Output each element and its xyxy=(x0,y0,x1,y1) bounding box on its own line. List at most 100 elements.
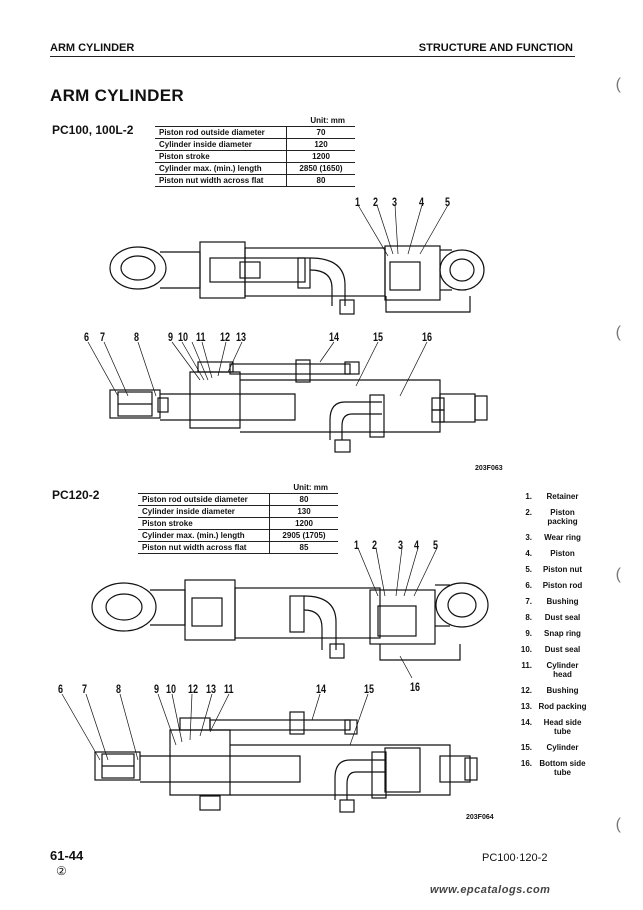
legend-item: 12. Bushing xyxy=(508,686,588,695)
legend-item: 13. Rod packing xyxy=(508,702,588,711)
binding-hole-icon: ( xyxy=(615,816,621,833)
callout-5: 5 xyxy=(433,538,439,552)
legend-item: 9. Snap ring xyxy=(508,629,588,638)
legend-number: 16. xyxy=(520,759,532,768)
callout-10: 10 xyxy=(178,330,189,344)
legend-number: 14. xyxy=(520,718,532,727)
legend-item: 8. Dust seal xyxy=(508,613,588,622)
callout-9: 9 xyxy=(154,682,160,696)
callout-15: 15 xyxy=(373,330,384,344)
legend-text: Piston xyxy=(550,549,575,558)
callout-1: 1 xyxy=(354,538,360,552)
callout-14: 14 xyxy=(329,330,340,344)
legend-number: 11. xyxy=(521,661,532,670)
page-number: 61-44 xyxy=(50,848,84,863)
legend-number: 9. xyxy=(525,629,532,638)
callout-2: 2 xyxy=(372,538,378,552)
binding-hole-icon: ( xyxy=(615,324,621,341)
legend-text: Cylinder xyxy=(546,743,579,752)
callout-7: 7 xyxy=(100,330,106,344)
legend-text: Bottom side tube xyxy=(539,759,586,777)
callout-12: 12 xyxy=(220,330,231,344)
legend-text: Dust seal xyxy=(544,645,581,654)
legend-item: 14. Head side tube xyxy=(508,718,588,736)
legend-number: 5. xyxy=(525,565,532,574)
callout-7: 7 xyxy=(82,682,88,696)
legend-item: 6. Piston rod xyxy=(508,581,588,590)
legend-text: Bushing xyxy=(546,686,579,695)
legend-text: Piston packing xyxy=(547,508,578,526)
header-left: ARM CYLINDER xyxy=(50,42,135,54)
callout-8: 8 xyxy=(116,682,122,696)
callout-8: 8 xyxy=(134,330,140,344)
callout-16: 16 xyxy=(422,330,433,344)
callout-4: 4 xyxy=(419,195,425,209)
legend-number: 6. xyxy=(525,581,532,590)
callout-3: 3 xyxy=(392,195,398,209)
callout-14: 14 xyxy=(316,682,327,696)
callout-6: 6 xyxy=(84,330,90,344)
callout-13: 13 xyxy=(206,682,217,696)
legend-number: 3. xyxy=(525,533,532,542)
legend-number: 7. xyxy=(525,597,532,606)
legend-text: Head side tube xyxy=(543,718,582,736)
legend-text: Snap ring xyxy=(544,629,581,638)
legend-text: Cylinder head xyxy=(546,661,579,679)
legend-number: 10. xyxy=(520,645,532,654)
unit-label: Unit: mm xyxy=(293,483,328,492)
header-right: STRUCTURE AND FUNCTION xyxy=(418,42,573,54)
page-title: ARM CYLINDER xyxy=(50,86,184,105)
legend-number: 8. xyxy=(525,613,532,622)
callout-2: 2 xyxy=(373,195,379,209)
callout-9: 9 xyxy=(168,330,174,344)
legend-item: 11. Cylinder head xyxy=(508,661,588,679)
binding-hole-icon: ( xyxy=(615,76,621,93)
legend-item: 15. Cylinder xyxy=(508,743,588,752)
callout-4: 4 xyxy=(414,538,420,552)
callout-1: 1 xyxy=(355,195,361,209)
callout-3: 3 xyxy=(398,538,404,552)
parts-legend: 1.Retainer 2. Piston packing 3. Wear ring 4. P… xyxy=(508,492,588,784)
legend-number: 2. xyxy=(525,508,532,517)
callout-11: 11 xyxy=(224,682,234,696)
legend-text: Wear ring xyxy=(544,533,581,542)
legend-number: 4. xyxy=(525,549,532,558)
legend-item: 7.Bushing xyxy=(508,597,588,606)
callout-13: 13 xyxy=(236,330,247,344)
unit-label: Unit: mm xyxy=(310,116,345,125)
legend-item: 5.Piston nut xyxy=(508,565,588,574)
legend-number: 13. xyxy=(520,702,532,711)
legend-item: 3. Wear ring xyxy=(508,533,588,542)
legend-number: 15. xyxy=(520,743,532,752)
legend-item: 1.Retainer xyxy=(508,492,588,501)
callout-6: 6 xyxy=(58,682,64,696)
legend-text: Rod packing xyxy=(538,702,587,711)
watermark-url: www.epcatalogs.com xyxy=(430,884,551,896)
callout-10: 10 xyxy=(166,682,177,696)
callout-15: 15 xyxy=(364,682,375,696)
legend-item: 2. Piston packing xyxy=(508,508,588,526)
revision-mark: ② xyxy=(56,864,67,878)
binding-hole-icon: ( xyxy=(615,566,621,583)
legend-text: Piston rod xyxy=(542,581,583,590)
section2-model: PC120-2 xyxy=(52,488,100,502)
legend-number: 12. xyxy=(520,686,532,695)
header-rule xyxy=(50,56,575,57)
section1-model: PC100, 100L-2 xyxy=(52,123,134,137)
footer-model: PC100·120-2 xyxy=(482,852,548,864)
legend-item: 10. Dust seal xyxy=(508,645,588,654)
legend-text: Dust seal xyxy=(544,613,581,622)
callout-11: 11 xyxy=(196,330,206,344)
callout-12: 12 xyxy=(188,682,199,696)
callout-16: 16 xyxy=(410,680,421,694)
figure-code: 203F064 xyxy=(466,814,494,821)
